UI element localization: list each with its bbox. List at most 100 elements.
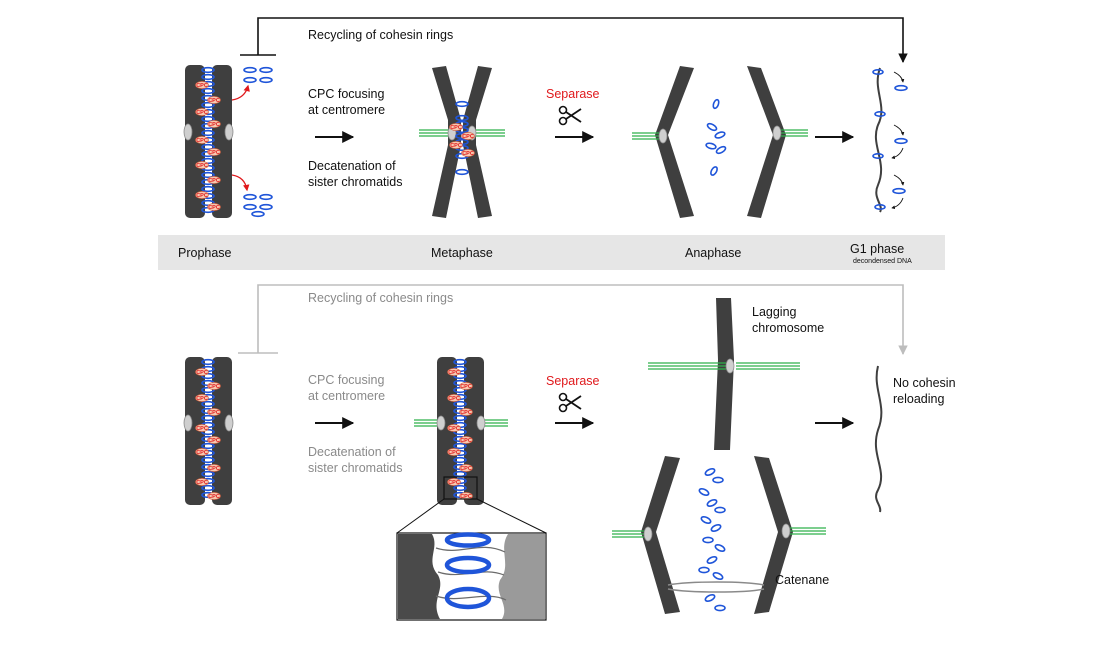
- phase-g1: G1 phase: [850, 242, 904, 256]
- cpc-marker: CPC: [207, 203, 221, 211]
- cohesin-ring: [700, 516, 712, 524]
- cpc-marker: CPC: [461, 149, 475, 157]
- cohesin-ring: [706, 556, 718, 564]
- svg-text:CPC: CPC: [208, 205, 220, 211]
- top-anaphase-free-cohesin: [705, 98, 727, 176]
- cpc-marker: CPC: [447, 368, 461, 376]
- cpc-marker: CPC: [195, 191, 209, 199]
- svg-text:CPC: CPC: [196, 193, 208, 199]
- svg-text:CPC: CPC: [462, 134, 474, 140]
- top-release-arrow-lower: [231, 174, 250, 192]
- lagging-label-line1: Lagging: [752, 305, 797, 319]
- phase-anaphase: Anaphase: [685, 246, 741, 260]
- cohesin-ring: [453, 484, 467, 492]
- cpc-marker: CPC: [459, 436, 473, 444]
- cohesin-ring: [201, 101, 215, 109]
- top-cpc-label-line1: CPC focusing: [308, 87, 384, 101]
- svg-text:CPC: CPC: [448, 480, 460, 486]
- lagging-label-line2: chromosome: [752, 321, 824, 335]
- bottom-decat-label-line1: Decatenation of: [308, 445, 396, 459]
- cohesin-ring: [712, 476, 724, 484]
- cpc-marker: CPC: [195, 394, 209, 402]
- cpc-marker: CPC: [195, 368, 209, 376]
- top-released-cohesin-upper: [243, 66, 273, 84]
- zoom-line-left: [396, 498, 445, 534]
- svg-text:CPC: CPC: [196, 138, 208, 144]
- cohesin-ring: [201, 143, 215, 151]
- cohesin-ring: [201, 456, 215, 464]
- top-g1-dna: [874, 67, 883, 213]
- top-release-arrow-upper: [231, 84, 250, 101]
- svg-text:CPC: CPC: [196, 426, 208, 432]
- svg-text:CPC: CPC: [208, 98, 220, 104]
- cpc-marker: CPC: [449, 141, 463, 149]
- bottom-cpc-label-line1: CPC focusing: [308, 373, 384, 387]
- svg-text:CPC: CPC: [448, 370, 460, 376]
- phase-g1-subtitle: decondensed DNA: [853, 258, 912, 265]
- cohesin-ring: [704, 594, 716, 602]
- phase-metaphase: Metaphase: [431, 246, 493, 260]
- cpc-marker: CPC: [195, 136, 209, 144]
- svg-text:CPC: CPC: [460, 494, 472, 500]
- bottom-decat-label-line2: sister chromatids: [308, 461, 402, 475]
- bottom-cpc-label-line2: at centromere: [308, 389, 385, 403]
- cohesin-ring: [201, 484, 215, 492]
- svg-text:CPC: CPC: [208, 466, 220, 472]
- top-metaphase-chromosome: [432, 66, 492, 218]
- top-recycling-arrow: [257, 17, 908, 63]
- cpc-marker: CPC: [207, 148, 221, 156]
- bottom-recycling-arrow: [257, 284, 908, 355]
- catenane-strand: [667, 581, 765, 593]
- cpc-marker: CPC: [447, 424, 461, 432]
- cpc-marker: CPC: [459, 382, 473, 390]
- cohesin-ring: [201, 87, 215, 95]
- svg-text:CPC: CPC: [208, 438, 220, 444]
- bottom-recycling-label: Recycling of cohesin rings: [308, 291, 453, 305]
- svg-text:CPC: CPC: [196, 480, 208, 486]
- cohesin-ring: [201, 185, 215, 193]
- top-anaphase-spindle: [632, 125, 808, 144]
- zoom-source-box: [443, 476, 478, 500]
- top-cpc-label-line2: at centromere: [308, 103, 385, 117]
- cpc-marker: CPC: [195, 81, 209, 89]
- bottom-anaphase-spindle: [612, 523, 826, 542]
- cpc-marker: CPC: [195, 478, 209, 486]
- top-separase-label: Separase: [546, 87, 600, 101]
- cohesin-ring: [201, 442, 215, 450]
- cpc-marker: CPC: [195, 448, 209, 456]
- cohesin-ring: [702, 536, 714, 544]
- cohesin-ring: [455, 100, 469, 108]
- lagging-chromosome: [648, 298, 800, 450]
- no-cohesin-label-line2: reloading: [893, 392, 944, 406]
- catenane-label: Catenane: [775, 573, 829, 587]
- top-decat-label-line2: sister chromatids: [308, 175, 402, 189]
- cohesin-ring: [714, 544, 726, 552]
- svg-text:CPC: CPC: [196, 370, 208, 376]
- cohesin-ring: [710, 524, 722, 532]
- cohesin-ring: [201, 115, 215, 123]
- cohesin-ring: [455, 168, 469, 176]
- cohesin-ring: [201, 66, 215, 74]
- cohesin-ring: [714, 506, 726, 514]
- cohesin-ring: [453, 414, 467, 422]
- top-recycling-label: Recycling of cohesin rings: [308, 28, 453, 42]
- cohesin-ring: [714, 604, 726, 612]
- cohesin-ring: [455, 114, 469, 122]
- svg-text:CPC: CPC: [208, 178, 220, 184]
- zoom-inset: [396, 532, 547, 621]
- cpc-marker: CPC: [195, 108, 209, 116]
- svg-text:CPC: CPC: [450, 125, 462, 131]
- cohesin-ring: [201, 73, 215, 81]
- cohesin-ring: [453, 400, 467, 408]
- cpc-marker: CPC: [447, 478, 461, 486]
- svg-text:CPC: CPC: [450, 143, 462, 149]
- cohesin-ring: [453, 470, 467, 478]
- svg-text:CPC: CPC: [196, 396, 208, 402]
- cpc-marker: CPC: [461, 132, 475, 140]
- svg-text:CPC: CPC: [460, 384, 472, 390]
- top-released-cohesin-lower: [243, 193, 273, 218]
- svg-text:CPC: CPC: [196, 83, 208, 89]
- cohesin-ring: [698, 488, 710, 496]
